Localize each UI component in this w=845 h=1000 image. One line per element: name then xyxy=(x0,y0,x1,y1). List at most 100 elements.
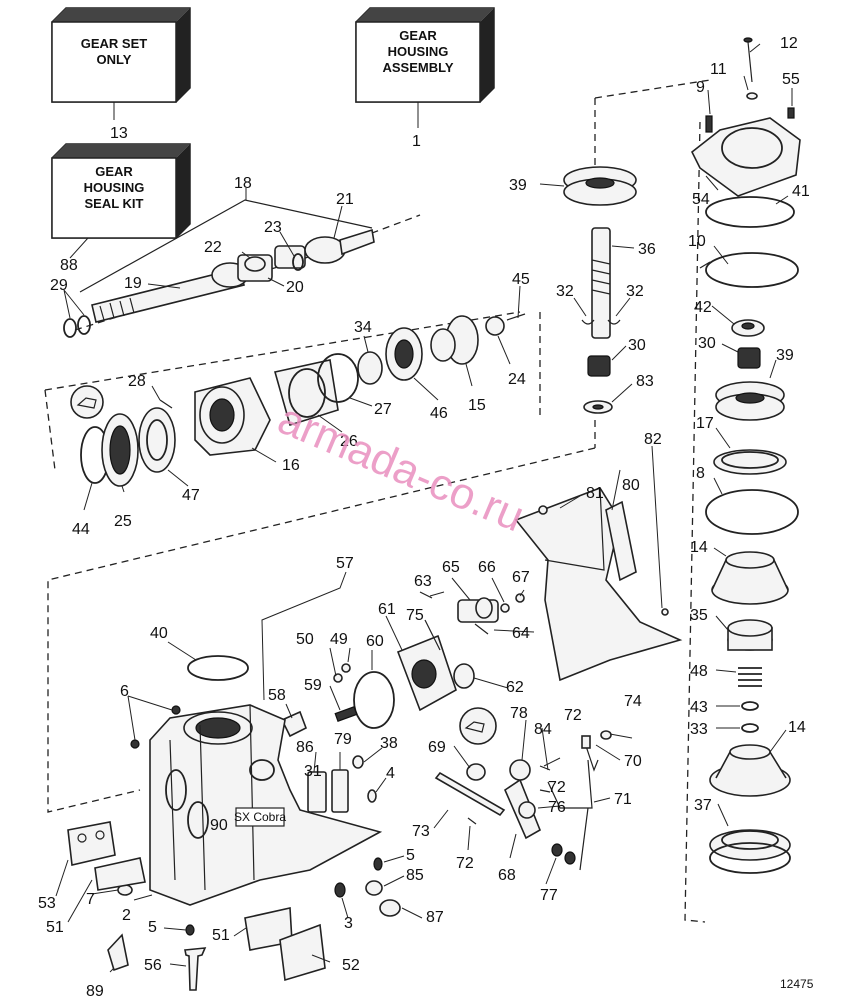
label-48: 48 xyxy=(690,663,708,680)
gear-housing-assembly-box: GEAR HOUSING ASSEMBLY xyxy=(355,7,495,103)
label-71: 71 xyxy=(614,791,632,808)
label-13: 13 xyxy=(110,125,128,142)
label-40: 40 xyxy=(150,625,168,642)
pinion-column xyxy=(690,37,801,874)
label-9: 9 xyxy=(696,79,705,96)
small-hardware xyxy=(117,655,401,936)
label-73: 73 xyxy=(412,823,430,840)
label-90: 90 xyxy=(210,817,228,834)
label-30b: 30 xyxy=(698,335,716,352)
bearing-and-seal-row xyxy=(70,313,526,487)
control-linkage xyxy=(396,591,525,745)
label-58: 58 xyxy=(268,687,286,704)
seal-kit-line-2: HOUSING xyxy=(84,180,145,195)
label-67: 67 xyxy=(512,569,530,586)
watermark-text: armada-co.ru xyxy=(271,394,531,541)
shift-mechanism xyxy=(434,730,612,871)
label-5a: 5 xyxy=(406,847,415,864)
label-52: 52 xyxy=(342,957,360,974)
label-83: 83 xyxy=(636,373,654,390)
label-42: 42 xyxy=(694,299,712,316)
label-39b: 39 xyxy=(776,347,794,364)
label-7: 7 xyxy=(86,891,95,908)
label-72a: 72 xyxy=(564,707,582,724)
label-32a: 32 xyxy=(556,283,574,300)
label-36: 36 xyxy=(638,241,656,258)
assembly-line-1: GEAR xyxy=(399,28,437,43)
label-34: 34 xyxy=(354,319,372,336)
label-61: 61 xyxy=(378,601,396,618)
label-60: 60 xyxy=(366,633,384,650)
label-18: 18 xyxy=(234,175,252,192)
label-3: 3 xyxy=(344,915,353,932)
label-72c: 72 xyxy=(456,855,474,872)
label-87: 87 xyxy=(426,909,444,926)
gear-housing: SX Cobra xyxy=(149,704,383,906)
label-64: 64 xyxy=(512,625,530,642)
label-21: 21 xyxy=(336,191,354,208)
label-81: 81 xyxy=(586,485,604,502)
gear-housing-seal-kit-box: GEAR HOUSING SEAL KIT xyxy=(51,143,191,239)
label-68: 68 xyxy=(498,867,516,884)
label-1: 1 xyxy=(412,133,421,150)
assembly-line-2: HOUSING xyxy=(388,44,449,59)
label-38: 38 xyxy=(380,735,398,752)
label-17: 17 xyxy=(696,415,714,432)
label-24: 24 xyxy=(508,371,526,388)
label-76: 76 xyxy=(548,799,566,816)
label-88: 88 xyxy=(60,257,78,274)
assembly-line-3: ASSEMBLY xyxy=(382,60,453,75)
label-53: 53 xyxy=(38,895,56,912)
label-4: 4 xyxy=(386,765,395,782)
label-35: 35 xyxy=(690,607,708,624)
label-57: 57 xyxy=(336,555,354,572)
label-14a: 14 xyxy=(690,539,708,556)
label-55: 55 xyxy=(782,71,800,88)
seal-kit-line-3: SEAL KIT xyxy=(85,196,144,211)
label-79: 79 xyxy=(334,731,352,748)
label-23: 23 xyxy=(264,219,282,236)
label-41: 41 xyxy=(792,183,810,200)
label-12: 12 xyxy=(780,35,798,52)
label-27: 27 xyxy=(374,401,392,418)
label-19: 19 xyxy=(124,275,142,292)
label-32b: 32 xyxy=(626,283,644,300)
label-10: 10 xyxy=(688,233,706,250)
label-51b: 51 xyxy=(212,927,230,944)
leader-lines xyxy=(55,43,793,973)
label-80: 80 xyxy=(622,477,640,494)
housing-badge: SX Cobra xyxy=(234,810,286,824)
label-47: 47 xyxy=(182,487,200,504)
label-63: 63 xyxy=(414,573,432,590)
label-25: 25 xyxy=(114,513,132,530)
gear-set-line-1: GEAR SET xyxy=(81,36,148,51)
label-33: 33 xyxy=(690,721,708,738)
part-number-labels: 13 1 88 18 21 23 22 19 20 29 45 34 24 15… xyxy=(38,35,810,1000)
seal-kit-line-1: GEAR xyxy=(95,164,133,179)
label-45: 45 xyxy=(512,271,530,288)
gear-set-only-box: GEAR SET ONLY xyxy=(51,7,191,103)
label-89: 89 xyxy=(86,983,104,1000)
label-46: 46 xyxy=(430,405,448,422)
skeg-and-plates xyxy=(514,487,683,682)
label-50: 50 xyxy=(296,631,314,648)
label-29: 29 xyxy=(50,277,68,294)
label-37: 37 xyxy=(694,797,712,814)
label-6: 6 xyxy=(120,683,129,700)
label-56: 56 xyxy=(144,957,162,974)
gear-set-line-2: ONLY xyxy=(97,52,132,67)
bottom-plates xyxy=(67,821,326,991)
label-28: 28 xyxy=(128,373,146,390)
label-75: 75 xyxy=(406,607,424,624)
label-59: 59 xyxy=(304,677,322,694)
label-65: 65 xyxy=(442,559,460,576)
label-5b: 5 xyxy=(148,919,157,936)
label-44: 44 xyxy=(72,521,90,538)
label-31: 31 xyxy=(304,763,322,780)
label-26: 26 xyxy=(340,433,358,450)
drive-shaft-assembly xyxy=(63,199,375,338)
label-22: 22 xyxy=(204,239,222,256)
label-15: 15 xyxy=(468,397,486,414)
label-66: 66 xyxy=(478,559,496,576)
